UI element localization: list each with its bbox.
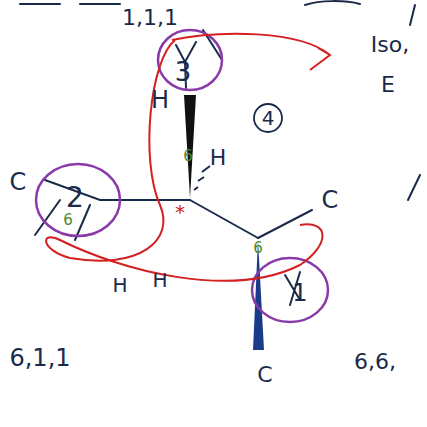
atom-list: 1,1,1 [122, 7, 178, 29]
atom-list: 6,6, [354, 351, 396, 373]
atom-symbol: H [152, 270, 167, 290]
atomic-number: 6 [183, 149, 193, 164]
stereocenter-mark: * [175, 202, 185, 222]
atom-symbol: C [10, 170, 27, 194]
note-text: Iso, [371, 34, 409, 56]
priority-number: 3 [175, 59, 192, 85]
atom-symbol: H [151, 88, 169, 112]
atom-symbol: H [210, 147, 227, 169]
atom-list: 6,1,1 [9, 346, 70, 370]
priority-number: 4 [262, 108, 275, 128]
atomic-number: 6 [63, 213, 73, 228]
atom-symbol: C [257, 364, 272, 386]
atom-symbol: H [112, 275, 127, 295]
priority-number: 2 [66, 184, 84, 212]
atom-symbol: C [322, 188, 339, 212]
note-text: E [381, 74, 395, 96]
priority-number: 1 [292, 281, 307, 305]
atomic-number: 6 [253, 241, 263, 256]
